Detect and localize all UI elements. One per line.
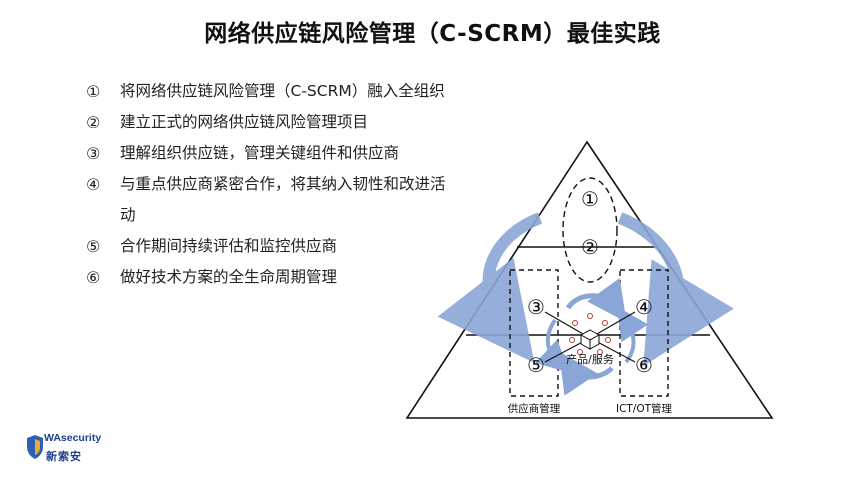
item-number: ③ xyxy=(86,144,101,163)
center-label: 产品/服务 xyxy=(566,352,614,366)
right-cycle-arrow xyxy=(617,212,734,367)
item-text: 理解组织供应链，管理关键组件和供应商 xyxy=(120,144,400,162)
list-item: ① 将网络供应链风险管理（C-SCRM）融入全组织 xyxy=(86,76,456,107)
list-item: ③ 理解组织供应链，管理关键组件和供应商 xyxy=(86,138,456,169)
network-nodes xyxy=(569,313,611,355)
page-title: 网络供应链风险管理（C-SCRM）最佳实践 xyxy=(204,21,661,47)
list-item: ④ 与重点供应商紧密合作，将其纳入韧性和改进活动 xyxy=(86,169,456,231)
item-number: ② xyxy=(86,113,101,132)
marker-3: ③ xyxy=(527,295,545,319)
pyramid-diagram: ① ② ③ ④ ⑤ ⑥ 产品/服务 供应商管理 ICT/OT管理 xyxy=(400,140,780,425)
inner-cycle-arrow-left xyxy=(535,318,570,373)
item-text: 将网络供应链风险管理（C-SCRM）融入全组织 xyxy=(120,82,445,100)
logo-name: 新索安 xyxy=(46,450,82,463)
item-number: ④ xyxy=(86,175,101,194)
left-cycle-arrow xyxy=(437,212,543,363)
item-text: 做好技术方案的全生命周期管理 xyxy=(120,268,338,286)
marker-4: ④ xyxy=(635,295,653,319)
list-item: ② 建立正式的网络供应链风险管理项目 xyxy=(86,107,456,138)
ict-ot-management-label: ICT/OT管理 xyxy=(616,402,673,415)
supplier-management-box xyxy=(509,269,559,397)
item-number: ① xyxy=(86,82,101,101)
supplier-management-label: 供应商管理 xyxy=(508,402,561,415)
inner-cycle-arrow-right xyxy=(617,306,649,364)
inner-cycle-arrow-top xyxy=(565,278,627,323)
item-text: 与重点供应商紧密合作，将其纳入韧性和改进活动 xyxy=(120,175,446,224)
marker-5: ⑤ xyxy=(527,353,545,377)
shield-icon xyxy=(27,435,43,459)
logo-brand: WAsecurity xyxy=(44,432,102,444)
item-number: ⑥ xyxy=(86,268,101,287)
list-item: ⑤ 合作期间持续评估和监控供应商 xyxy=(86,231,456,262)
company-logo: WAsecurity 新索安 xyxy=(26,432,102,468)
item-text: 建立正式的网络供应链风险管理项目 xyxy=(120,113,369,131)
marker-1: ① xyxy=(581,187,599,211)
practice-list: ① 将网络供应链风险管理（C-SCRM）融入全组织 ② 建立正式的网络供应链风险… xyxy=(86,76,456,293)
item-text: 合作期间持续评估和监控供应商 xyxy=(120,237,338,255)
item-number: ⑤ xyxy=(86,237,101,256)
list-item: ⑥ 做好技术方案的全生命周期管理 xyxy=(86,262,456,293)
inner-cycle-arrow-bottom xyxy=(558,351,614,396)
product-cube-icon xyxy=(579,329,601,350)
marker-6: ⑥ xyxy=(635,353,653,377)
marker-2: ② xyxy=(581,235,599,259)
ict-ot-management-box xyxy=(619,269,669,397)
